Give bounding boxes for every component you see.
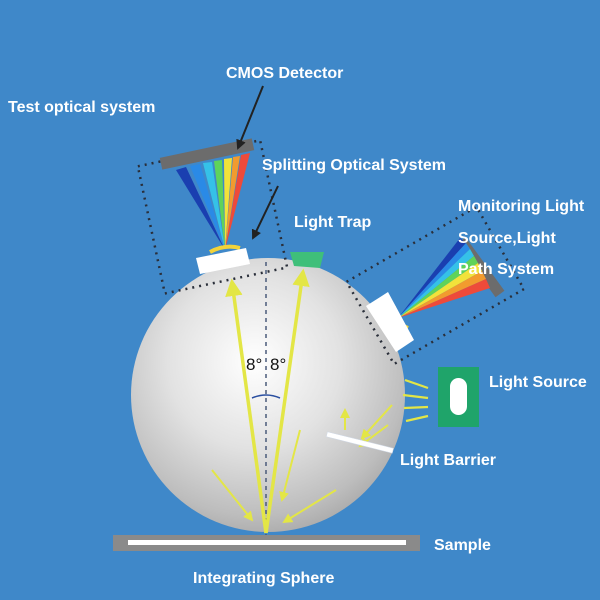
cmos-detector-bar: [159, 138, 255, 170]
angle-arc: [251, 394, 281, 399]
test-optical-system: [136, 138, 289, 295]
emission-line: [405, 414, 429, 423]
splitting-pointer-arrow: [251, 185, 279, 240]
monitor-port: [366, 292, 414, 352]
test-port: [196, 248, 250, 274]
scatter-ray: [360, 404, 393, 440]
sample-strip: [128, 540, 406, 545]
test-spectrum-fan: [176, 153, 250, 250]
integrating-sphere-label: Integrating Sphere: [193, 570, 335, 587]
monitoring-label-line1: Monitoring Light: [458, 198, 585, 215]
splitting-optical-system-label: Splitting Optical System: [262, 157, 447, 174]
light-source-bulb: [450, 378, 467, 415]
light-barrier: [325, 431, 394, 454]
light-trap-label: Light Trap: [294, 214, 372, 231]
monitoring-label-line3: Path System: [458, 261, 555, 278]
ray-to-test-port: [225, 278, 268, 534]
emission-line: [403, 405, 429, 410]
light-trap: [290, 252, 324, 268]
cmos-pointer-arrow: [236, 85, 264, 150]
sample-label: Sample: [434, 537, 491, 554]
scatter-ray: [279, 429, 301, 502]
test-optical-system-label: Test optical system: [8, 99, 156, 116]
emission-line: [402, 393, 429, 400]
light-barrier-label: Light Barrier: [400, 452, 497, 469]
scatter-ray: [282, 489, 337, 524]
light-source-label: Light Source: [489, 374, 587, 391]
monitor-spectrum-fan: [398, 238, 490, 318]
monitoring-system: [344, 205, 526, 366]
angle-left-label: 8°: [246, 355, 263, 374]
ray-to-light-trap: [264, 268, 310, 534]
scatter-ray: [211, 469, 254, 522]
cmos-detector-label: CMOS Detector: [226, 65, 344, 82]
angle-right-label: 8°: [270, 355, 287, 374]
emission-line: [404, 378, 429, 390]
monitoring-label-line2: Source,Light: [458, 230, 556, 247]
